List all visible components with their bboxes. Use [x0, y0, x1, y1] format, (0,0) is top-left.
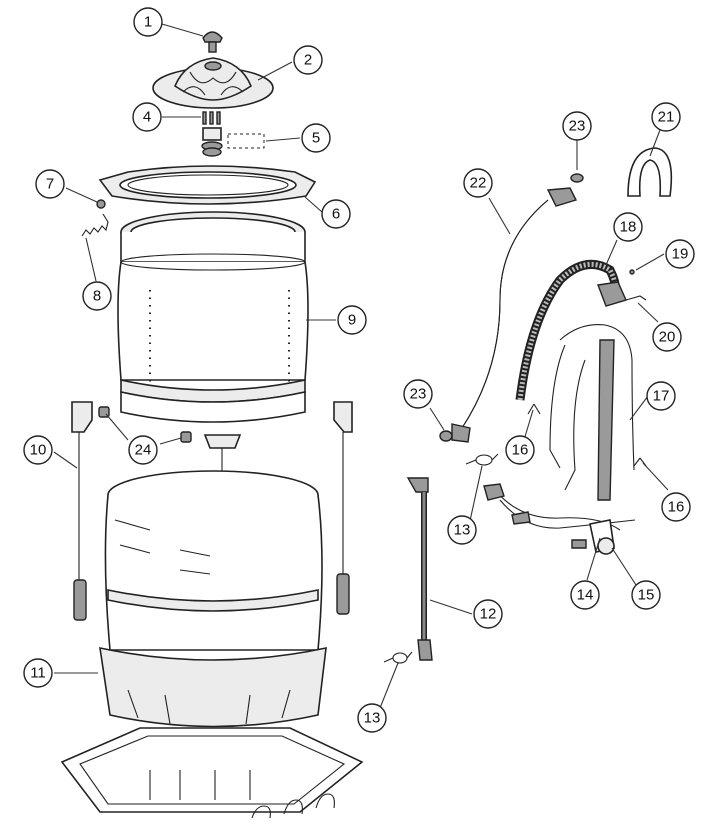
callout-11: 11 — [23, 658, 53, 688]
callout-label: 1 — [144, 14, 152, 31]
callout-20: 20 — [652, 322, 682, 352]
part-screws — [202, 111, 221, 125]
callout-label: 8 — [93, 288, 101, 305]
callout-label: 11 — [30, 665, 46, 682]
callout-7: 7 — [35, 169, 65, 199]
part-clamps — [383, 453, 499, 664]
callout-10: 10 — [23, 435, 53, 465]
callout-22: 22 — [463, 168, 493, 198]
callout-14: 14 — [570, 580, 600, 610]
callout-label: 18 — [620, 219, 637, 236]
callout-17: 17 — [646, 381, 676, 411]
callout-label: 4 — [143, 109, 151, 126]
part-outer-tub — [99, 470, 327, 728]
callout-label: 19 — [672, 246, 689, 263]
callout-label: 12 — [480, 606, 497, 623]
callout-label: 7 — [46, 176, 54, 193]
part-wash-basket — [117, 211, 309, 423]
callout-12: 12 — [473, 599, 503, 629]
callout-16-right: 16 — [661, 492, 691, 522]
callout-label: 16 — [512, 442, 529, 459]
callout-8: 8 — [82, 281, 112, 311]
callout-label: 6 — [332, 206, 340, 223]
callout-2: 2 — [293, 45, 323, 75]
part-washers — [439, 173, 584, 442]
part-agitator-cap — [202, 31, 223, 53]
callout-24: 24 — [128, 435, 158, 465]
callout-1: 1 — [133, 7, 163, 37]
part-hub — [201, 127, 265, 157]
callout-13-upper: 13 — [447, 515, 477, 545]
callout-label: 15 — [638, 587, 655, 604]
callout-label: 13 — [364, 710, 381, 727]
callout-label: 23 — [410, 386, 427, 403]
callout-9: 9 — [337, 305, 367, 335]
part-inlet-hose — [451, 187, 577, 443]
callout-15: 15 — [631, 580, 661, 610]
callout-19: 19 — [665, 239, 695, 269]
callout-label: 10 — [30, 442, 47, 459]
callout-label: 2 — [304, 52, 312, 69]
callout-label: 5 — [312, 130, 320, 147]
callout-label: 13 — [454, 522, 471, 539]
part-clips — [527, 403, 647, 467]
callout-16-left: 16 — [505, 435, 535, 465]
callout-label: 16 — [668, 499, 685, 516]
callout-23-upper: 23 — [562, 111, 592, 141]
part-base-frame — [60, 727, 364, 819]
part-pump — [589, 519, 615, 555]
part-agitator — [152, 57, 274, 109]
callout-label: 22 — [470, 175, 487, 192]
callout-label: 21 — [658, 109, 675, 126]
callout-5: 5 — [301, 123, 331, 153]
callout-23-lower: 23 — [403, 379, 433, 409]
part-tube — [406, 477, 433, 661]
callout-label: 9 — [348, 312, 356, 329]
callout-13-lower: 13 — [357, 703, 387, 733]
callout-4: 4 — [132, 102, 162, 132]
part-tub-ring — [98, 165, 317, 205]
callout-label: 24 — [135, 442, 152, 459]
callout-label: 20 — [659, 329, 676, 346]
part-hose-hanger — [627, 147, 673, 197]
callout-21: 21 — [651, 102, 681, 132]
callout-label: 17 — [653, 388, 670, 405]
callout-18: 18 — [613, 212, 643, 242]
part-suspension-spring — [81, 199, 109, 237]
callout-6: 6 — [321, 199, 351, 229]
part-harness — [483, 324, 636, 549]
callout-label: 14 — [577, 587, 594, 604]
part-fittings — [625, 269, 647, 301]
callout-label: 23 — [569, 118, 586, 135]
